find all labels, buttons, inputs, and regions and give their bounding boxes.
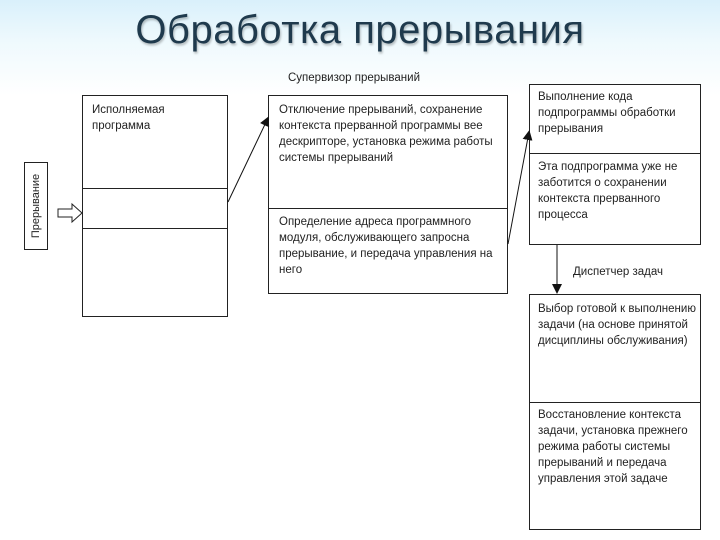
handler-bottom-text: Эта подпрограмма уже не заботится о сохр…	[538, 161, 678, 221]
handler-box: Выполнение кода подпрограммы обработки п…	[529, 84, 701, 245]
program-divider-2	[83, 228, 227, 229]
program-box: Исполняемая программа	[82, 95, 228, 317]
program-text: Исполняемая программа	[92, 104, 165, 132]
dispatcher-divider	[530, 402, 700, 403]
arrow-program-to-supervisor	[227, 116, 270, 203]
slide-title: Обработка прерывания	[135, 8, 585, 52]
handler-top-text: Выполнение кода подпрограммы обработки п…	[538, 91, 676, 135]
dispatcher-bottom-text: Восстановление контекста задачи, установ…	[538, 409, 688, 485]
supervisor-bottom-text: Определение адреса программного модуля, …	[279, 216, 493, 276]
supervisor-divider	[269, 208, 507, 209]
dispatcher-box: Выбор готовой к выполнению задачи (на ос…	[529, 294, 701, 530]
dispatcher-top-text: Выбор готовой к выполнению задачи (на ос…	[538, 303, 696, 347]
program-divider-1	[83, 188, 227, 189]
interrupt-label-box: Прерывание	[24, 162, 48, 250]
supervisor-top-text: Отключение прерываний, сохранение контек…	[279, 104, 493, 164]
supervisor-label: Супервизор прерываний	[288, 72, 420, 84]
arrow-supervisor-to-handler	[507, 130, 533, 245]
dispatcher-label: Диспетчер задач	[573, 266, 663, 278]
supervisor-box: Отключение прерываний, сохранение контек…	[268, 95, 508, 294]
handler-divider	[530, 153, 700, 154]
interrupt-arrow	[57, 202, 83, 224]
